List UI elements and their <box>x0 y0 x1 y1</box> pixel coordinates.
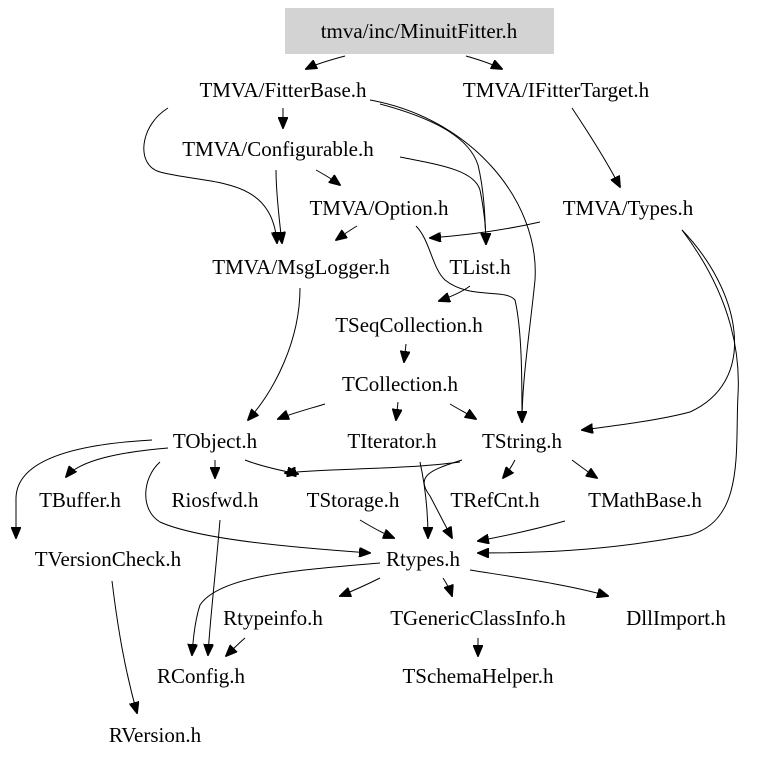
edge-option-to-tstring <box>415 225 522 422</box>
edge-tstring-to-rtypes <box>423 459 463 538</box>
edge-tversioncheck-to-rversion <box>111 580 137 713</box>
node-label-configurable: TMVA/Configurable.h <box>182 137 374 161</box>
edge-rtypes-to-dllimport <box>469 569 608 596</box>
node-label-trefcnt: TRefCnt.h <box>450 488 540 512</box>
node-label-rtypeinfo: Rtypeinfo.h <box>223 606 323 630</box>
edge-fitterbase-to-tlist <box>379 103 486 244</box>
node-titerator[interactable]: TIterator.h <box>347 429 437 453</box>
node-label-riosfwd: Riosfwd.h <box>172 488 259 512</box>
node-configurable[interactable]: TMVA/Configurable.h <box>182 137 374 161</box>
node-tbuffer[interactable]: TBuffer.h <box>39 488 121 512</box>
edge-riosfwd-to-rconfig <box>208 519 221 655</box>
node-label-fitterbase: TMVA/FitterBase.h <box>199 78 367 102</box>
edge-msglogger-to-tobject <box>248 287 301 420</box>
edge-titerator-to-rtypes <box>419 461 428 538</box>
node-tstring[interactable]: TString.h <box>482 429 562 453</box>
node-label-rversion: RVersion.h <box>109 723 202 747</box>
edges <box>16 55 739 713</box>
node-label-msglogger: TMVA/MsgLogger.h <box>212 255 390 279</box>
edge-tstring-to-tstorage <box>285 461 461 473</box>
node-label-dllimport: DllImport.h <box>626 606 726 630</box>
edge-tseqcollection-to-tcollection <box>404 343 406 362</box>
edge-tcollection-to-titerator <box>396 401 398 420</box>
node-label-tstring: TString.h <box>482 429 562 453</box>
edge-rtypeinfo-to-rconfig <box>226 637 246 656</box>
node-tobject[interactable]: TObject.h <box>173 429 258 453</box>
node-tcollection[interactable]: TCollection.h <box>342 372 459 396</box>
node-label-ifittertarget: TMVA/IFitterTarget.h <box>463 78 650 102</box>
edge-configurable-to-option <box>315 169 340 185</box>
edge-fitterbase-to-tstring <box>369 99 536 422</box>
edge-tobject-to-tstorage <box>244 459 298 474</box>
edge-tobject-to-tversioncheck <box>16 439 153 538</box>
edge-types-to-option <box>430 221 541 238</box>
edge-ifittertarget-to-types <box>571 107 620 187</box>
edge-tobject-to-tbuffer <box>66 447 169 477</box>
edge-tstring-to-trefcnt <box>503 459 516 478</box>
node-label-rconfig: RConfig.h <box>157 664 246 688</box>
edge-tstring-to-tmathbase <box>571 459 597 478</box>
node-label-rtypes: Rtypes.h <box>386 547 461 571</box>
node-option[interactable]: TMVA/Option.h <box>309 196 449 220</box>
node-label-titerator: TIterator.h <box>347 429 437 453</box>
node-label-tlist: TList.h <box>449 255 511 279</box>
nodes: tmva/inc/MinuitFitter.hTMVA/FitterBase.h… <box>35 8 726 747</box>
node-label-tmathbase: TMathBase.h <box>588 488 702 512</box>
node-rtypes[interactable]: Rtypes.h <box>386 547 461 571</box>
node-label-tcollection: TCollection.h <box>342 372 459 396</box>
edge-minuitfitter-to-ifittertarget <box>465 55 502 69</box>
edge-fitterbase-to-msglogger <box>143 107 277 243</box>
edge-tcollection-to-tstring <box>449 403 476 419</box>
node-tseqcollection[interactable]: TSeqCollection.h <box>335 313 483 337</box>
edge-types-to-rtypes <box>478 229 739 553</box>
node-tlist[interactable]: TList.h <box>449 255 511 279</box>
node-msglogger[interactable]: TMVA/MsgLogger.h <box>212 255 390 279</box>
node-label-tversioncheck: TVersionCheck.h <box>35 547 182 571</box>
edge-configurable-to-tlist <box>399 156 486 244</box>
root-node-box <box>285 8 554 54</box>
node-minuitfitter[interactable]: tmva/inc/MinuitFitter.h <box>285 8 554 54</box>
edge-tmathbase-to-rtypes <box>478 520 566 541</box>
edge-tcollection-to-tobject <box>278 403 326 419</box>
edge-tlist-to-tseqcollection <box>439 285 471 301</box>
node-rversion[interactable]: RVersion.h <box>109 723 202 747</box>
edge-types-to-tstring <box>582 229 736 430</box>
node-label-option: TMVA/Option.h <box>309 196 449 220</box>
node-label-tstorage: TStorage.h <box>307 488 400 512</box>
node-tstorage[interactable]: TStorage.h <box>307 488 400 512</box>
edge-option-to-msglogger <box>336 225 358 240</box>
edge-rtypes-to-tgenericclassinfo <box>442 577 452 596</box>
node-label-minuitfitter: tmva/inc/MinuitFitter.h <box>321 19 518 43</box>
node-label-tschemahelper: TSchemaHelper.h <box>402 664 554 688</box>
edge-minuitfitter-to-fitterbase <box>306 55 346 69</box>
node-label-tobject: TObject.h <box>173 429 258 453</box>
node-tversioncheck[interactable]: TVersionCheck.h <box>35 547 182 571</box>
node-ifittertarget[interactable]: TMVA/IFitterTarget.h <box>463 78 650 102</box>
node-tschemahelper[interactable]: TSchemaHelper.h <box>402 664 554 688</box>
node-rconfig[interactable]: RConfig.h <box>157 664 246 688</box>
node-rtypeinfo[interactable]: Rtypeinfo.h <box>223 606 323 630</box>
node-fitterbase[interactable]: TMVA/FitterBase.h <box>199 78 367 102</box>
node-tmathbase[interactable]: TMathBase.h <box>588 488 702 512</box>
edge-rtypes-to-rtypeinfo <box>340 577 381 596</box>
edge-configurable-to-msglogger <box>275 169 282 243</box>
edge-tobject-to-rtypes <box>145 461 370 553</box>
node-types[interactable]: TMVA/Types.h <box>563 196 694 220</box>
node-dllimport[interactable]: DllImport.h <box>626 606 726 630</box>
node-label-tbuffer: TBuffer.h <box>39 488 121 512</box>
node-riosfwd[interactable]: Riosfwd.h <box>172 488 259 512</box>
node-trefcnt[interactable]: TRefCnt.h <box>450 488 540 512</box>
node-tgenericclassinfo[interactable]: TGenericClassInfo.h <box>390 606 566 630</box>
node-label-types: TMVA/Types.h <box>563 196 694 220</box>
node-label-tseqcollection: TSeqCollection.h <box>335 313 483 337</box>
edge-rtypes-to-rconfig <box>192 562 381 655</box>
node-label-tgenericclassinfo: TGenericClassInfo.h <box>390 606 566 630</box>
edge-tstorage-to-rtypes <box>359 519 394 538</box>
